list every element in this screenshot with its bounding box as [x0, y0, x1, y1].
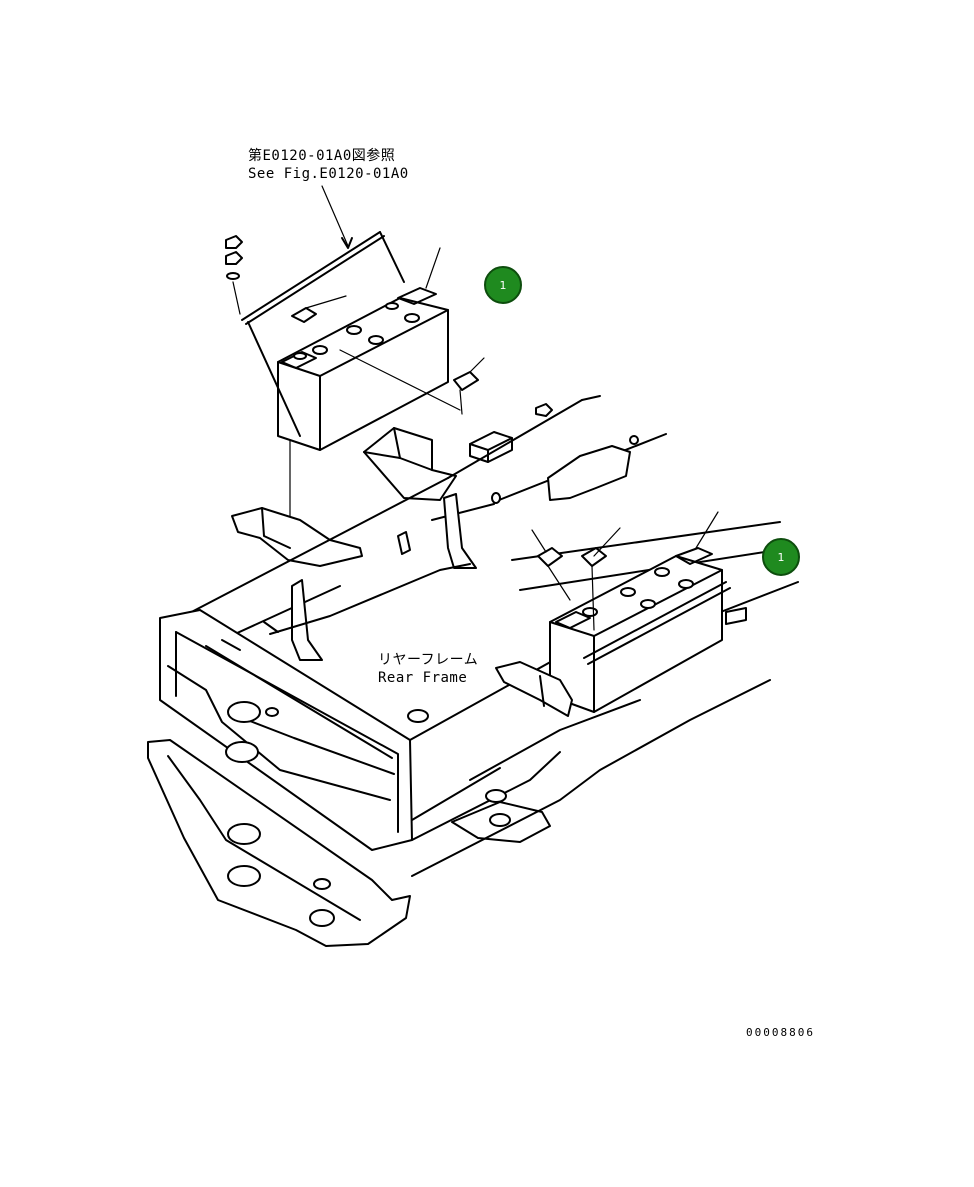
- lower-hitch-plate: [147, 679, 771, 947]
- upper-battery: [225, 185, 485, 521]
- callout-lower-battery[interactable]: 1: [762, 538, 800, 576]
- upper-bracket: [231, 403, 553, 567]
- frame-label-english: Rear Frame: [378, 670, 468, 686]
- reference-note-japanese: 第E0120-01A0図参照: [248, 148, 396, 164]
- document-number: 00008806: [746, 1026, 815, 1039]
- callout-upper-battery[interactable]: 1: [484, 266, 522, 304]
- reference-note-english: See Fig.E0120-01A0: [248, 166, 409, 182]
- lower-battery: [495, 511, 747, 717]
- frame-label-japanese: リヤーフレーム: [378, 652, 479, 668]
- rear-frame-body: [159, 493, 591, 851]
